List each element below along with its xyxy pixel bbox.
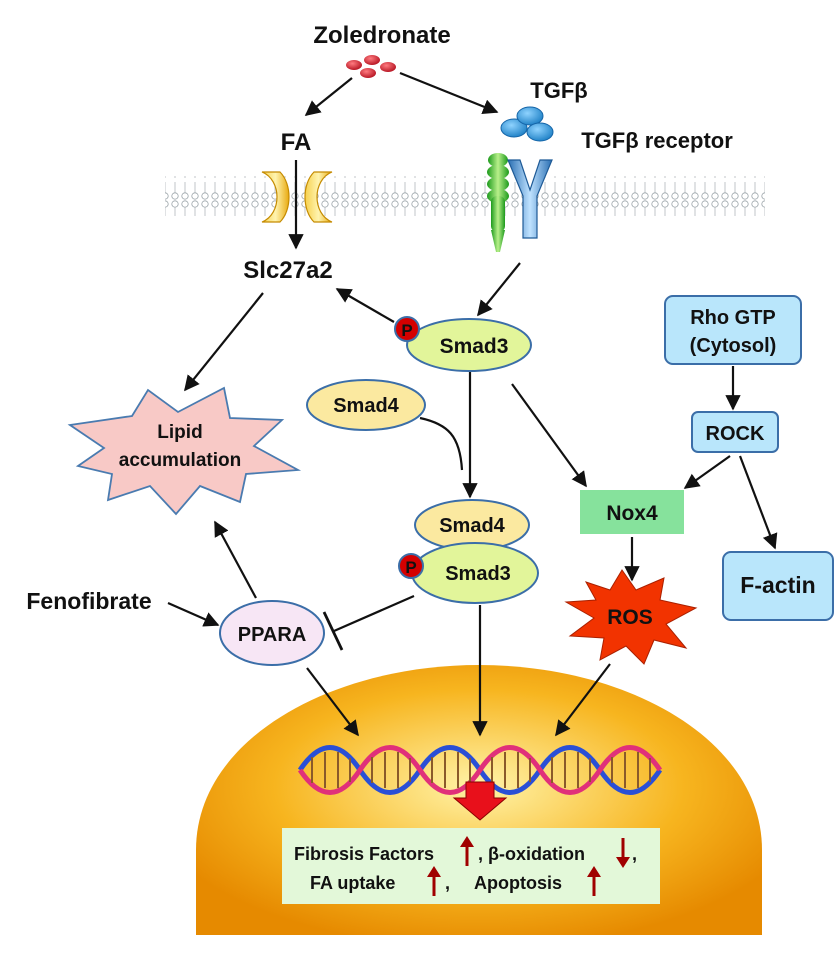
tgfb-receptor-icon bbox=[487, 153, 553, 252]
lipid-accumulation-line2: accumulation bbox=[119, 450, 241, 471]
smad3-node bbox=[406, 318, 532, 372]
dna-helix-icon bbox=[297, 745, 663, 795]
outcome-comma-1: , bbox=[478, 844, 483, 864]
outcome-beta-oxidation: β-oxidation bbox=[488, 844, 585, 864]
rho-gtp-label: Rho GTP bbox=[690, 307, 776, 329]
inhibition-bar bbox=[322, 611, 344, 651]
fa-label: FA bbox=[281, 129, 312, 156]
ros-label: ROS bbox=[607, 606, 653, 629]
cell-membrane bbox=[165, 176, 765, 216]
arrow-fenofibrate-to-ppara bbox=[167, 601, 220, 627]
up-arrow-icon-2 bbox=[427, 866, 441, 896]
arrow-rock-to-factin bbox=[738, 455, 778, 550]
factin-label: F-actin bbox=[740, 572, 815, 598]
complex-smad4-label: Smad4 bbox=[439, 515, 505, 537]
outcome-comma-2: , bbox=[632, 844, 637, 864]
smad3-label: Smad3 bbox=[440, 335, 509, 358]
factin-node bbox=[722, 551, 834, 621]
arrow-ros-to-dna bbox=[555, 663, 611, 737]
smad4-free-node bbox=[306, 379, 426, 431]
outcome-fa-uptake: FA uptake bbox=[310, 873, 395, 893]
ppara-label: PPARA bbox=[238, 624, 307, 646]
complex-phospho-badge bbox=[398, 553, 424, 579]
ros-node bbox=[564, 569, 698, 665]
tgfb-receptor-label: TGFβ receptor bbox=[581, 128, 733, 153]
arrow-rock-to-nox4 bbox=[683, 455, 731, 489]
arrow-smad3-to-nox4 bbox=[511, 383, 587, 488]
arrow-receptor-to-smad3 bbox=[477, 262, 521, 317]
arrow-smad4-to-complex bbox=[419, 416, 464, 471]
complex-phospho-label: P bbox=[405, 558, 416, 577]
outcome-box bbox=[282, 828, 660, 904]
arrow-smad3-to-slc27a2 bbox=[335, 288, 395, 323]
nox4-label: Nox4 bbox=[606, 502, 658, 525]
zoledronate-label: Zoledronate bbox=[313, 22, 450, 49]
lipid-accumulation-line1: Lipid bbox=[157, 422, 202, 443]
nox4-node bbox=[580, 490, 684, 534]
slc27a2-label: Slc27a2 bbox=[243, 257, 332, 284]
outcome-comma-3: , bbox=[445, 873, 450, 893]
down-small-arrow-icon bbox=[616, 838, 630, 868]
outcome-apoptosis: Apoptosis bbox=[474, 873, 562, 893]
up-arrow-icon-3 bbox=[587, 866, 601, 896]
inhibition-smad3-ppara bbox=[333, 594, 415, 633]
fa-transporter-channel-icon bbox=[261, 171, 333, 223]
phospho-label: P bbox=[401, 321, 412, 340]
arrow-ppara-to-dna bbox=[306, 667, 359, 737]
rock-node bbox=[691, 411, 779, 453]
complex-smad3-label: Smad3 bbox=[445, 563, 511, 585]
arrow-slc27a2-to-lipid bbox=[184, 292, 264, 392]
tgfb-label: TGFβ bbox=[530, 78, 587, 103]
ppara-node bbox=[219, 600, 325, 666]
rho-gtp-location-label: (Cytosol) bbox=[690, 335, 777, 357]
zoledronate-molecules-icon bbox=[346, 55, 396, 78]
phospho-badge bbox=[394, 316, 420, 342]
arrow-zoledronate-to-fa bbox=[304, 77, 353, 116]
down-arrow-icon bbox=[452, 781, 508, 821]
lipid-accumulation-node bbox=[67, 386, 302, 516]
rho-gtp-node bbox=[664, 295, 802, 365]
outcome-fibrosis-factors: Fibrosis Factors bbox=[294, 844, 434, 864]
arrow-zoledronate-to-tgfb bbox=[399, 71, 499, 114]
rock-label: ROCK bbox=[706, 423, 765, 445]
smad4-free-label: Smad4 bbox=[333, 395, 399, 417]
arrow-ppara-to-lipid bbox=[214, 520, 257, 599]
fenofibrate-label: Fenofibrate bbox=[26, 588, 151, 614]
up-arrow-icon bbox=[460, 836, 474, 866]
tgfb-ligand-icon bbox=[500, 106, 554, 142]
